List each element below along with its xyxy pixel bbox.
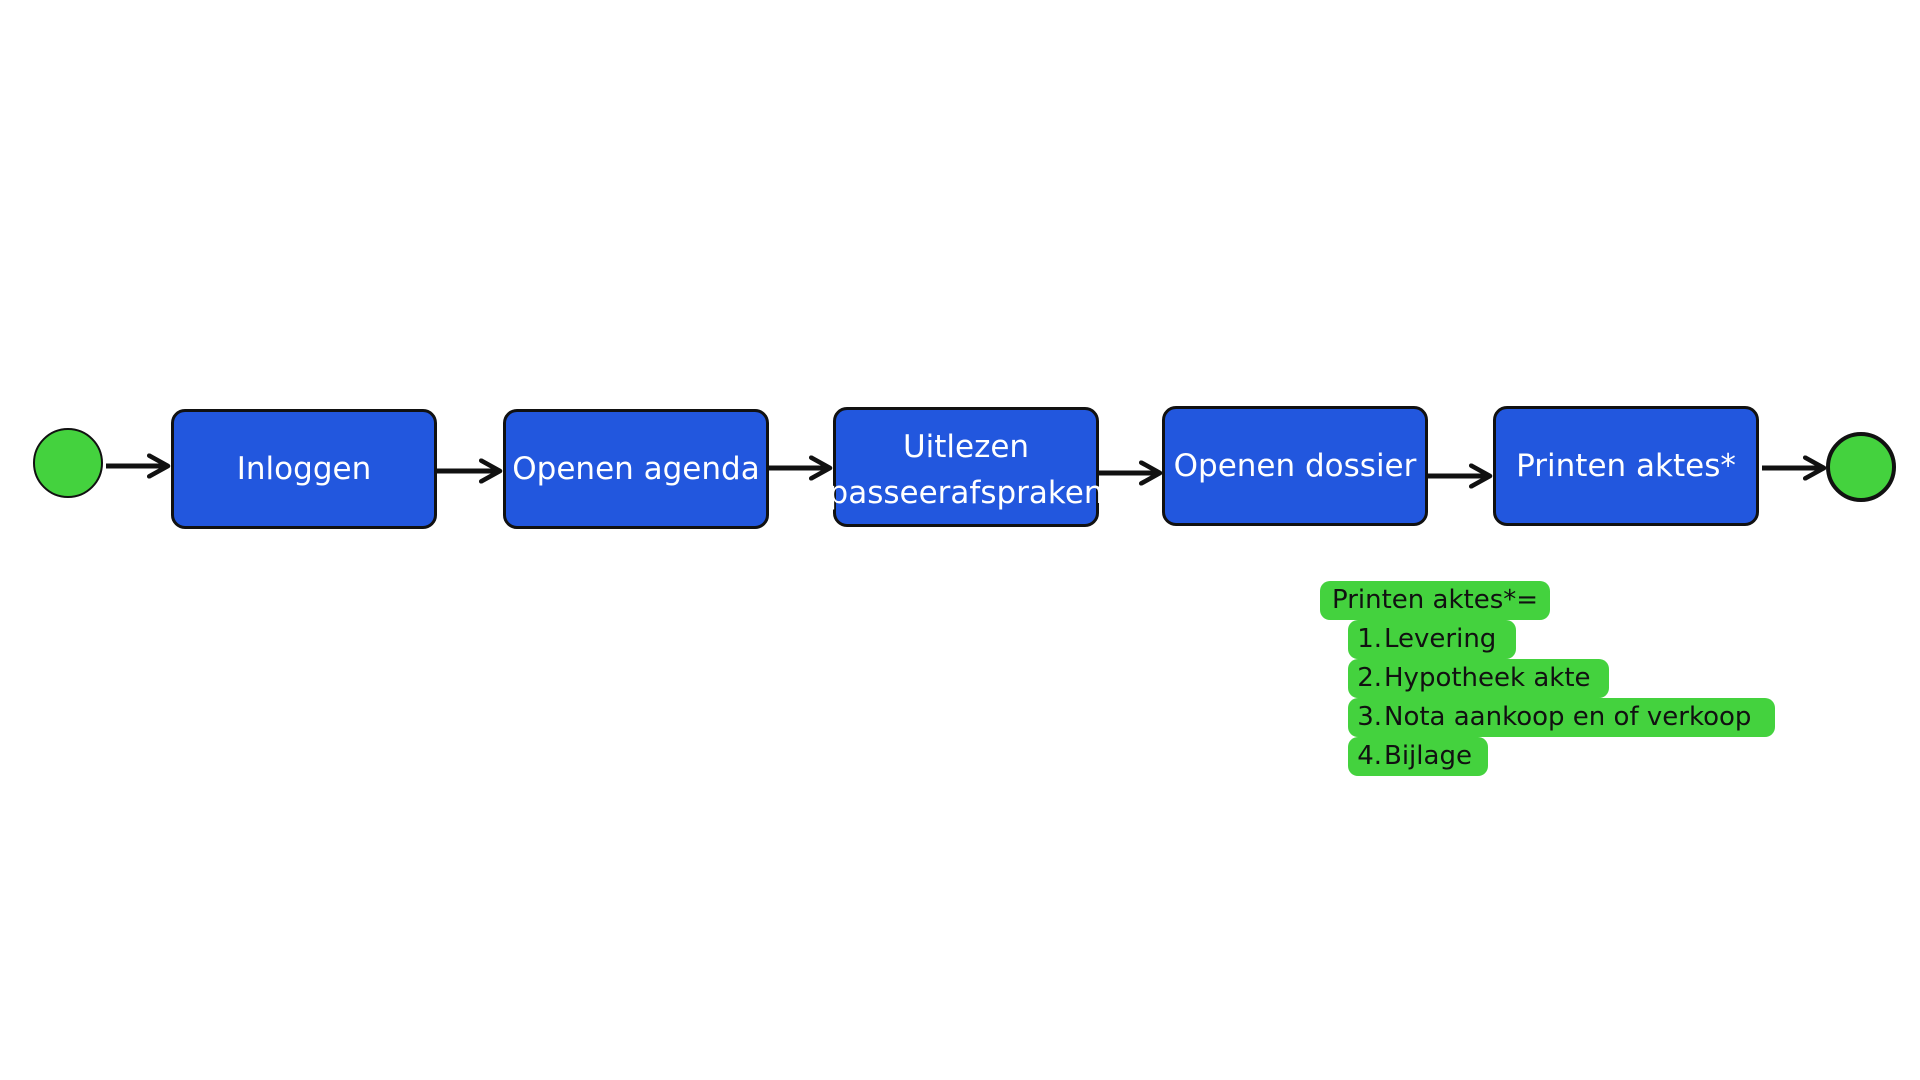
- step-openen-dossier: Openen dossier: [1162, 406, 1428, 526]
- note-item-number: 1.: [1357, 624, 1382, 654]
- note-item-number: 2.: [1357, 663, 1382, 693]
- end-node: [1826, 432, 1896, 502]
- note-heading-row: Printen aktes*=: [1320, 581, 1775, 620]
- step-openen-agenda: Openen agenda: [503, 409, 769, 529]
- note-item-number: 3.: [1357, 702, 1382, 732]
- note-item-text: Hypotheek akte: [1384, 663, 1591, 693]
- note-item-bg: 4.Bijlage: [1348, 737, 1488, 776]
- note-item-text: Bijlage: [1384, 741, 1472, 771]
- start-node: [33, 428, 103, 498]
- step-inloggen: Inloggen: [171, 409, 437, 529]
- note-item-bg: 1.Levering: [1348, 620, 1517, 659]
- step-printen-aktes: Printen aktes*: [1493, 406, 1759, 526]
- note-item-bg: 2.Hypotheek akte: [1348, 659, 1609, 698]
- step-uitlezen-passeerafspraken: Uitlezen passeerafspraken: [829, 407, 1103, 527]
- note-item: 1.Levering: [1320, 620, 1775, 659]
- note-item-bg: 3.Nota aankoop en of verkoop: [1348, 698, 1776, 737]
- note-item-text: Nota aankoop en of verkoop: [1384, 702, 1752, 732]
- printen-aktes-note: Printen aktes*= 1.Levering 2.Hypotheek a…: [1320, 581, 1776, 776]
- note-item: 2.Hypotheek akte: [1320, 659, 1775, 698]
- note-item: 4.Bijlage: [1320, 737, 1775, 776]
- note-item: 3.Nota aankoop en of verkoop: [1320, 698, 1776, 737]
- note-item-text: Levering: [1384, 624, 1497, 654]
- note-item-number: 4.: [1357, 741, 1382, 771]
- note-heading: Printen aktes*=: [1320, 581, 1551, 620]
